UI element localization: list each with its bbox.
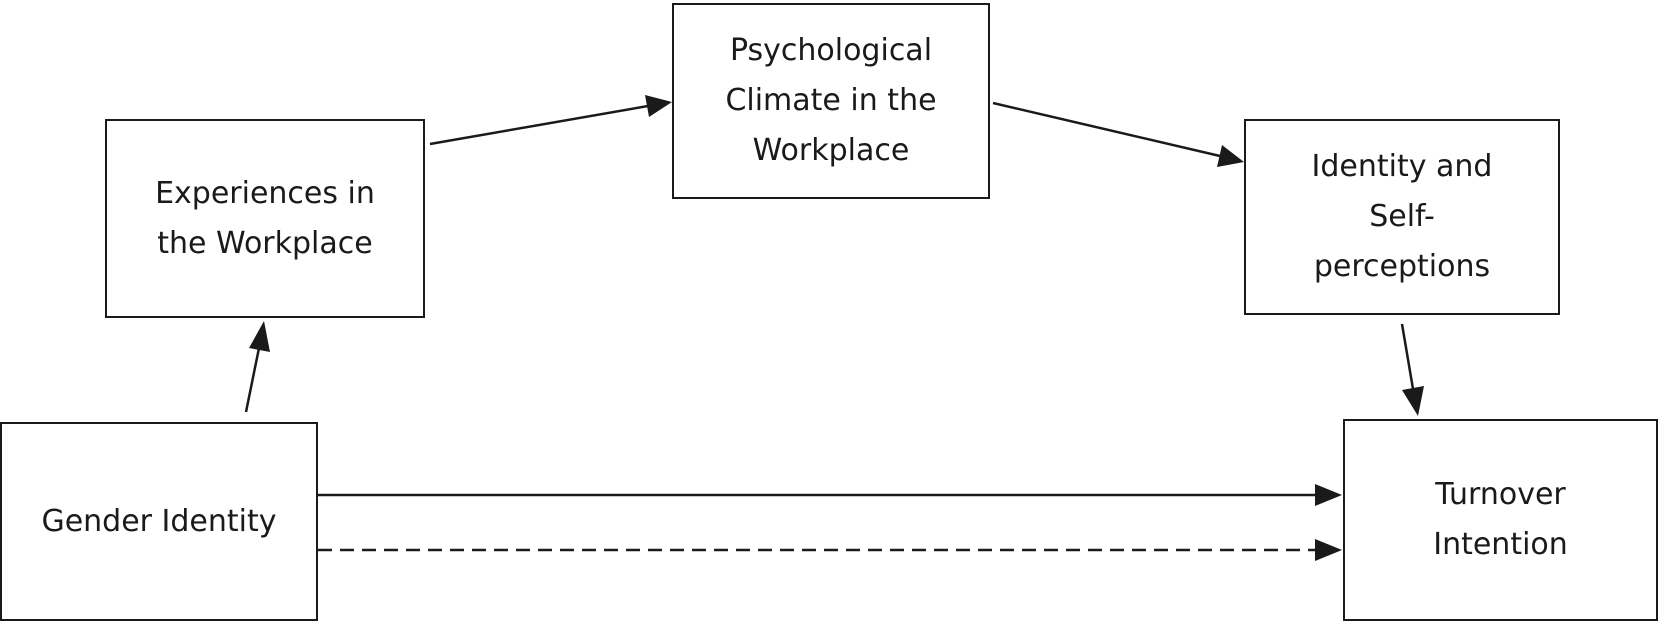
node-label-line: Experiences in: [155, 175, 375, 211]
arrow-experiences-to-climate: [429, 95, 672, 146]
node-label-line: the Workplace: [157, 225, 373, 261]
node-label-line: Climate in the: [725, 83, 937, 118]
node-label-line: Gender Identity: [41, 503, 277, 539]
arrow-gender-to-turnover-dashed: [318, 539, 1342, 561]
node-turnover-intention: Turnover Intention: [1343, 419, 1658, 621]
node-identity-and-self-perceptions: Identity and Self- perceptions: [1244, 119, 1560, 315]
node-label-line: perceptions: [1313, 249, 1491, 284]
node-label-line: Self-: [1369, 199, 1435, 234]
node-psychological-climate: Psychological Climate in the Workplace: [672, 3, 990, 199]
arrow-climate-to-identity: [992, 101, 1244, 167]
node-label-line: Psychological: [729, 33, 933, 68]
arrow-gender-to-turnover-solid: [318, 484, 1342, 506]
arrow-gender-to-experiences: [244, 321, 270, 413]
node-gender-identity: Gender Identity: [0, 422, 318, 621]
node-label-line: Identity and: [1311, 149, 1493, 184]
node-label-line: Workplace: [752, 133, 910, 168]
node-experiences-in-the-workplace: Experiences in the Workplace: [105, 119, 425, 318]
arrow-identity-to-turnover: [1400, 323, 1424, 416]
node-label-line: Turnover: [1435, 477, 1566, 512]
node-label-line: Intention: [1433, 527, 1568, 562]
